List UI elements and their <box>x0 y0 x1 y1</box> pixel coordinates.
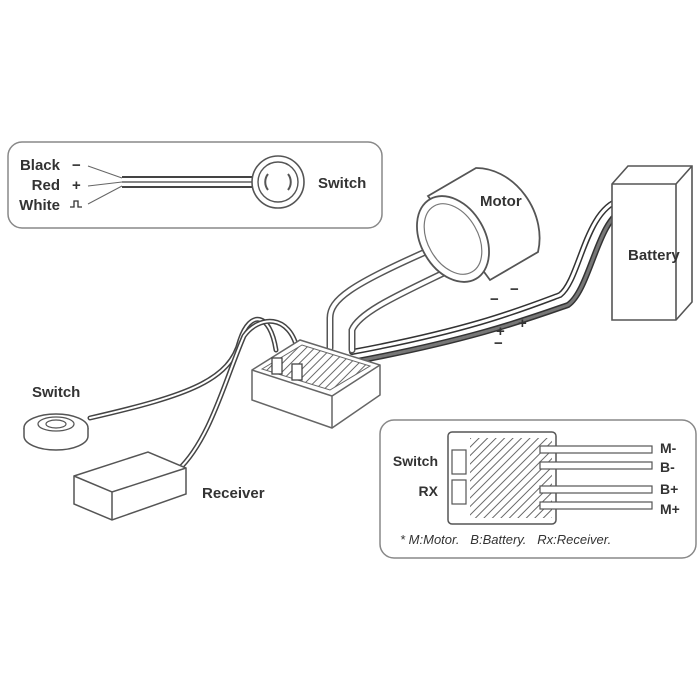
battery-polarity-marks: − − + + − <box>490 281 527 352</box>
motor <box>416 167 541 283</box>
legend-switch-label: Switch <box>318 175 366 192</box>
inset-rx-port <box>451 479 467 505</box>
motor-label: Motor <box>480 193 522 210</box>
receiver <box>73 451 187 521</box>
receiver-label: Receiver <box>202 485 265 502</box>
polarity-minus-top-2: − <box>510 281 519 298</box>
legend-pointer-lines <box>87 165 123 205</box>
legend-white-label: White <box>19 197 60 214</box>
legend-black-sign: − <box>72 157 81 174</box>
polarity-minus-top: − <box>490 291 499 308</box>
inset-footnote: * M:Motor. B:Battery. Rx:Receiver. <box>400 532 611 547</box>
inset-switch-label: Switch <box>393 453 438 469</box>
legend-red-sign: + <box>72 177 81 194</box>
esc-rx-connector <box>291 363 303 381</box>
battery-label: Battery <box>628 247 680 264</box>
inset-switch-port <box>451 449 467 475</box>
signal-cables <box>87 317 301 473</box>
inset-output-wires <box>539 445 653 510</box>
battery <box>611 165 693 321</box>
inset-m-plus-label: M+ <box>660 501 680 517</box>
esc-switch-connector <box>271 357 283 375</box>
switch-label: Switch <box>32 384 80 401</box>
legend-cable <box>122 176 252 188</box>
inset-rx-label: RX <box>419 483 439 499</box>
polarity-plus-left: + <box>496 323 505 340</box>
esc-unit <box>251 339 381 429</box>
polarity-minus-bottom: − <box>494 335 503 352</box>
inset-b-plus-label: B+ <box>660 481 678 497</box>
pwm-signal-icon <box>70 200 82 208</box>
legend-switch-icon <box>251 155 305 209</box>
inset-b-minus-label: B- <box>660 459 675 475</box>
pinout-inset: Switch RX M- B- B+ M+ * M:Motor. B:Batte… <box>379 419 697 559</box>
legend-black-label: Black <box>20 157 61 174</box>
polarity-plus-right: + <box>518 315 527 332</box>
battery-leads <box>349 197 627 365</box>
legend-red-label: Red <box>32 177 60 194</box>
push-switch <box>23 413 89 451</box>
wire-legend-panel: Black − Red + White Switch <box>7 141 383 229</box>
inset-m-minus-label: M- <box>660 440 677 456</box>
